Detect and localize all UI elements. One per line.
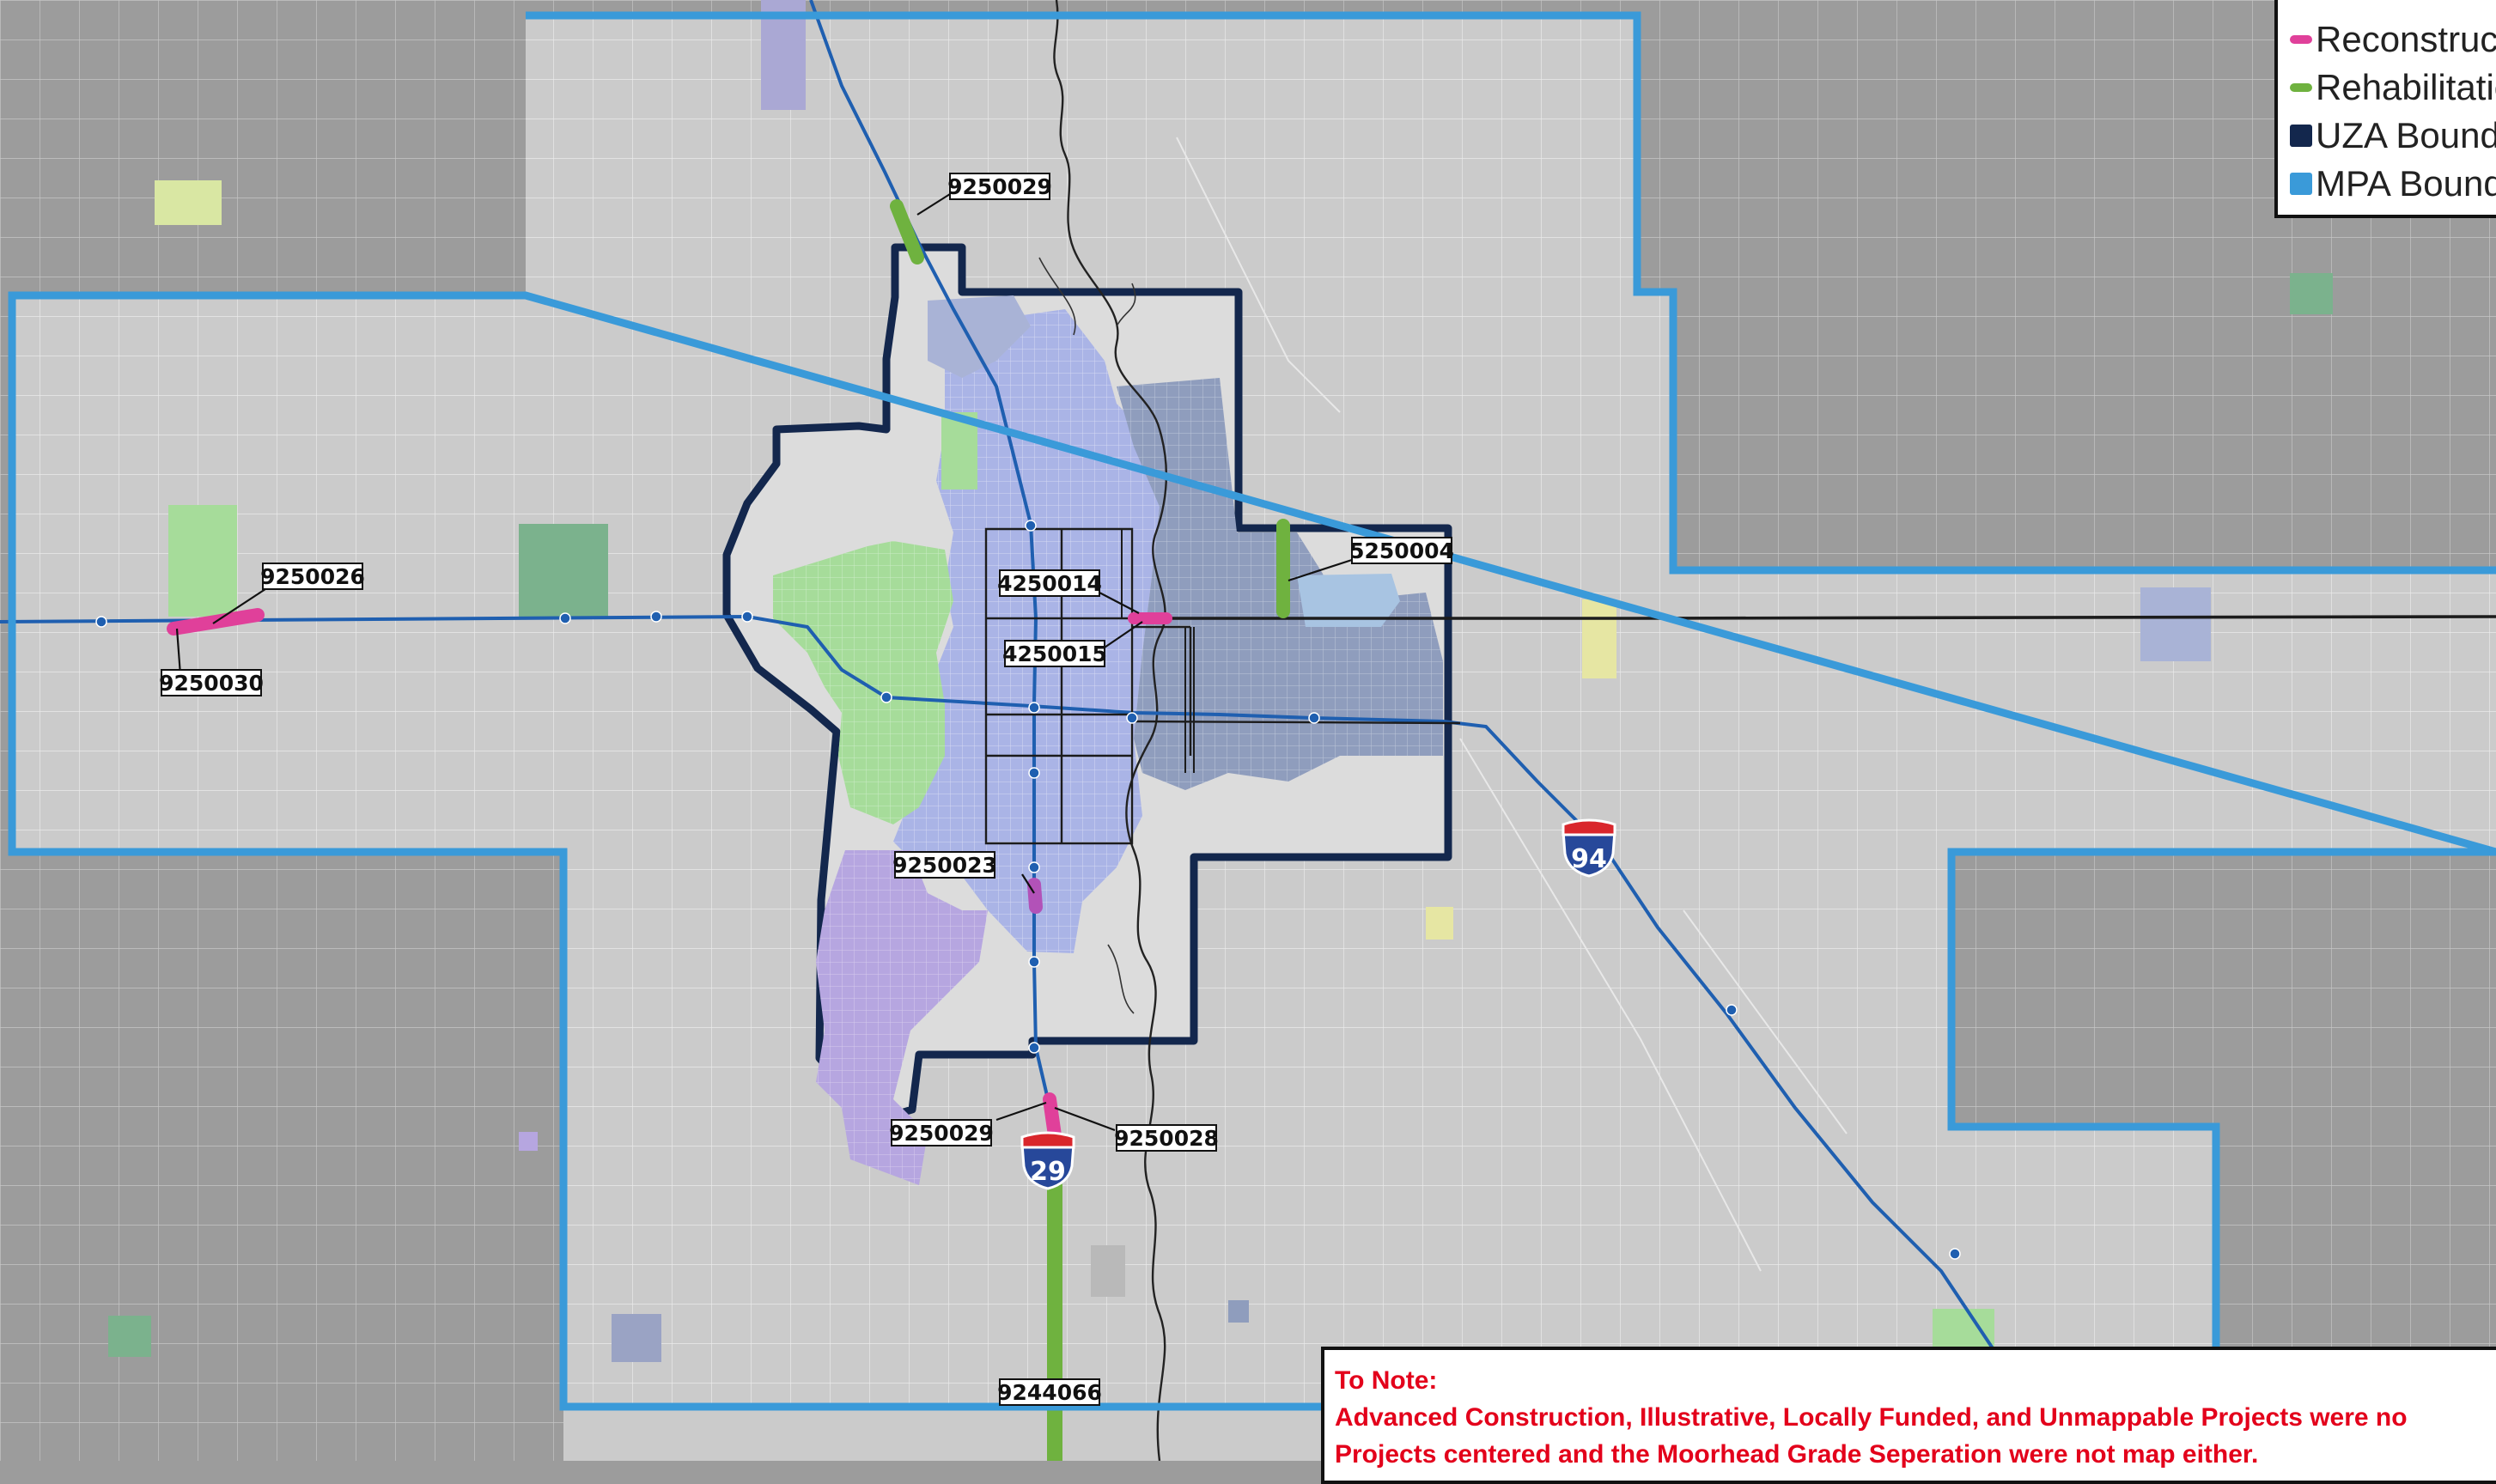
svg-text:9244066: 9244066 [997, 1380, 1102, 1405]
label-9250028: 9250028 [1114, 1124, 1219, 1152]
svg-text:29: 29 [1030, 1157, 1066, 1187]
interstate-94 [0, 614, 2046, 1461]
us-10 [1142, 615, 2496, 620]
town-felton [2290, 273, 2333, 314]
svg-text:9250030: 9250030 [159, 671, 264, 696]
dilworth-area [1297, 574, 1400, 627]
label-4250014: 4250014 [997, 569, 1102, 597]
svg-text:4250015: 4250015 [1002, 642, 1107, 666]
mpa-outline [8, 11, 2496, 1411]
town-mapleton [519, 524, 608, 617]
project-9250029-south [1043, 1092, 1062, 1142]
label-9250026: 9250026 [260, 563, 365, 590]
project-9250023 [1027, 878, 1043, 914]
town-hawley [2140, 587, 2211, 661]
svg-text:4250014: 4250014 [997, 571, 1102, 596]
red-river [1053, 0, 1168, 1461]
note-heading: To Note: [1335, 1366, 1438, 1395]
legend-item-reconstruction: Reconstruction [2290, 17, 2496, 62]
legend-swatch [2290, 83, 2312, 92]
town-glyndon [1582, 599, 1616, 678]
legend-item-mpa-boundary: MPA Boundary [2290, 161, 2496, 206]
project-labels: 9250029 9250026 9250030 4250014 4250015 … [159, 173, 1454, 1406]
legend-swatch [2290, 125, 2312, 147]
project-9250029-north [890, 199, 924, 265]
legend-swatch [2290, 35, 2312, 44]
town-oxbow [519, 1132, 538, 1151]
svg-text:9250026: 9250026 [260, 564, 365, 589]
label-9250029-south: 9250029 [889, 1119, 994, 1146]
label-leaders [175, 193, 1358, 1132]
label-9244066: 9244066 [997, 1378, 1102, 1406]
legend-item-rehabilitation: Rehabilitation [2290, 65, 2496, 110]
town-sabin [1426, 907, 1453, 940]
note-line-1: Advanced Construction, Illustrative, Loc… [1335, 1403, 2408, 1432]
svg-text:94: 94 [1571, 844, 1607, 874]
arterials [984, 527, 1461, 845]
map-legend: Reconstruction Rehabilitation UZA Bounda… [2274, 0, 2496, 218]
legend-item-uza-boundary: UZA Boundary [2290, 113, 2496, 158]
label-4250015: 4250015 [1002, 640, 1107, 667]
note-box: To Note: Advanced Construction, Illustra… [1321, 1347, 2496, 1484]
svg-text:9250028: 9250028 [1114, 1126, 1219, 1151]
rail-line [1176, 137, 1848, 1272]
legend-label: MPA Boundary [2316, 163, 2496, 204]
svg-text:9250029: 9250029 [947, 174, 1052, 199]
town-frontier [1091, 1245, 1125, 1297]
svg-text:9250029: 9250029 [889, 1121, 994, 1146]
legend-label: Rehabilitation [2316, 67, 2496, 107]
town-leonard [108, 1316, 151, 1357]
legend-swatch [2290, 173, 2312, 195]
label-9250029-north: 9250029 [947, 173, 1052, 200]
label-5250004: 5250004 [1349, 537, 1454, 564]
shield-i29: 29 [1020, 1131, 1075, 1190]
town-casselton-area [168, 505, 237, 617]
label-9250023: 9250023 [892, 851, 997, 879]
svg-text:5250004: 5250004 [1349, 538, 1454, 563]
town-davenport [1228, 1300, 1249, 1323]
svg-text:9250023: 9250023 [892, 853, 997, 878]
label-9250030: 9250030 [159, 669, 264, 696]
shield-i94: 94 [1562, 818, 1616, 878]
town-kindred [612, 1314, 661, 1362]
note-line-2: Projects centered and the Moorhead Grade… [1335, 1440, 2259, 1469]
town-amenia [155, 180, 222, 225]
interchange-markers [95, 520, 1961, 1260]
town-barnesville [1933, 1309, 1994, 1353]
legend-label: Reconstruction [2316, 19, 2496, 59]
legend-label: UZA Boundary [2316, 115, 2496, 155]
harwood-area [928, 295, 1031, 378]
